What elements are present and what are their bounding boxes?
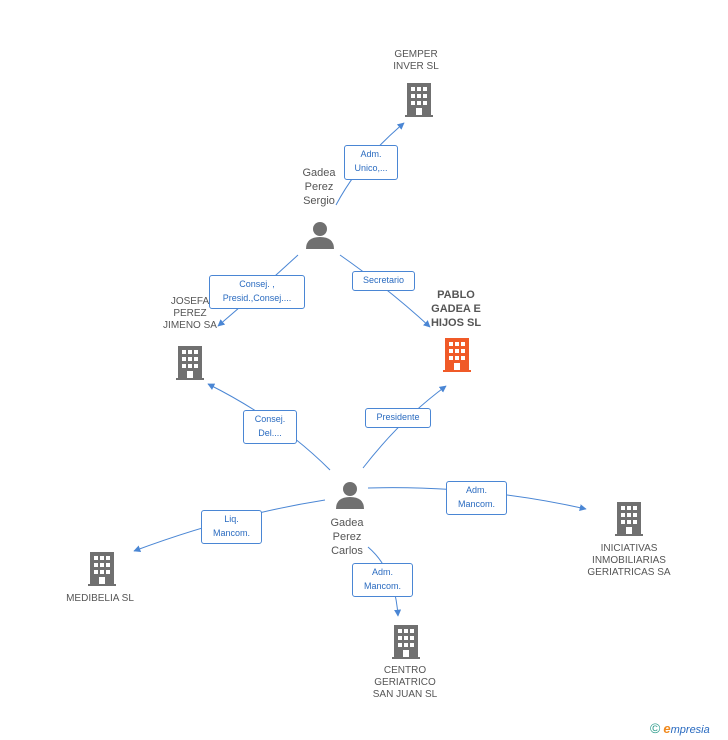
building-icon[interactable] [615, 502, 643, 536]
building-icon[interactable] [405, 83, 433, 117]
building-icon[interactable] [88, 552, 116, 586]
role-box-sergio-gemper[interactable]: Adm. Unico,... [344, 145, 398, 180]
person-label-sergio[interactable]: Gadea Perez Sergio [302, 167, 336, 207]
person-icon[interactable] [336, 482, 364, 509]
brand-name: mpresia [670, 724, 710, 736]
role-box-carlos-pablo[interactable]: Presidente [365, 408, 431, 428]
brand-logo-e: e [663, 721, 671, 736]
role-box-sergio-pablo[interactable]: Secretario [352, 271, 415, 291]
building-icon-highlight[interactable] [443, 338, 471, 372]
role-box-carlos-josefa[interactable]: Consej. Del.... [243, 410, 297, 444]
building-icon[interactable] [392, 625, 420, 659]
role-box-sergio-josefa[interactable]: Consej. , Presid.,Consej.... [209, 275, 305, 309]
company-label-pablo[interactable]: PABLO GADEA E HIJOS SL [430, 289, 482, 329]
edge-sergio-pablo [339, 254, 431, 328]
role-box-carlos-iniciativas[interactable]: Adm. Mancom. [446, 481, 507, 515]
company-label-centro[interactable]: CENTRO GERIATRICO SAN JUAN SL [372, 665, 438, 700]
person-icon[interactable] [306, 222, 334, 249]
building-icon[interactable] [176, 346, 204, 380]
company-label-josefa[interactable]: JOSEFA PEREZ JIMENO SA [163, 296, 217, 331]
company-label-iniciativas[interactable]: INICIATIVAS INMOBILIARIAS GERIATRICAS SA [587, 543, 671, 578]
company-label-gemper[interactable]: GEMPER INVER SL [393, 49, 439, 72]
company-label-medibelia[interactable]: MEDIBELIA SL [66, 593, 134, 604]
copyright-icon: © [650, 720, 661, 736]
footer-brand: © empresia [650, 720, 710, 736]
role-box-carlos-medibelia[interactable]: Liq. Mancom. [201, 510, 262, 544]
role-box-carlos-centro[interactable]: Adm. Mancom. [352, 563, 413, 597]
person-label-carlos[interactable]: Gadea Perez Carlos [330, 517, 364, 557]
